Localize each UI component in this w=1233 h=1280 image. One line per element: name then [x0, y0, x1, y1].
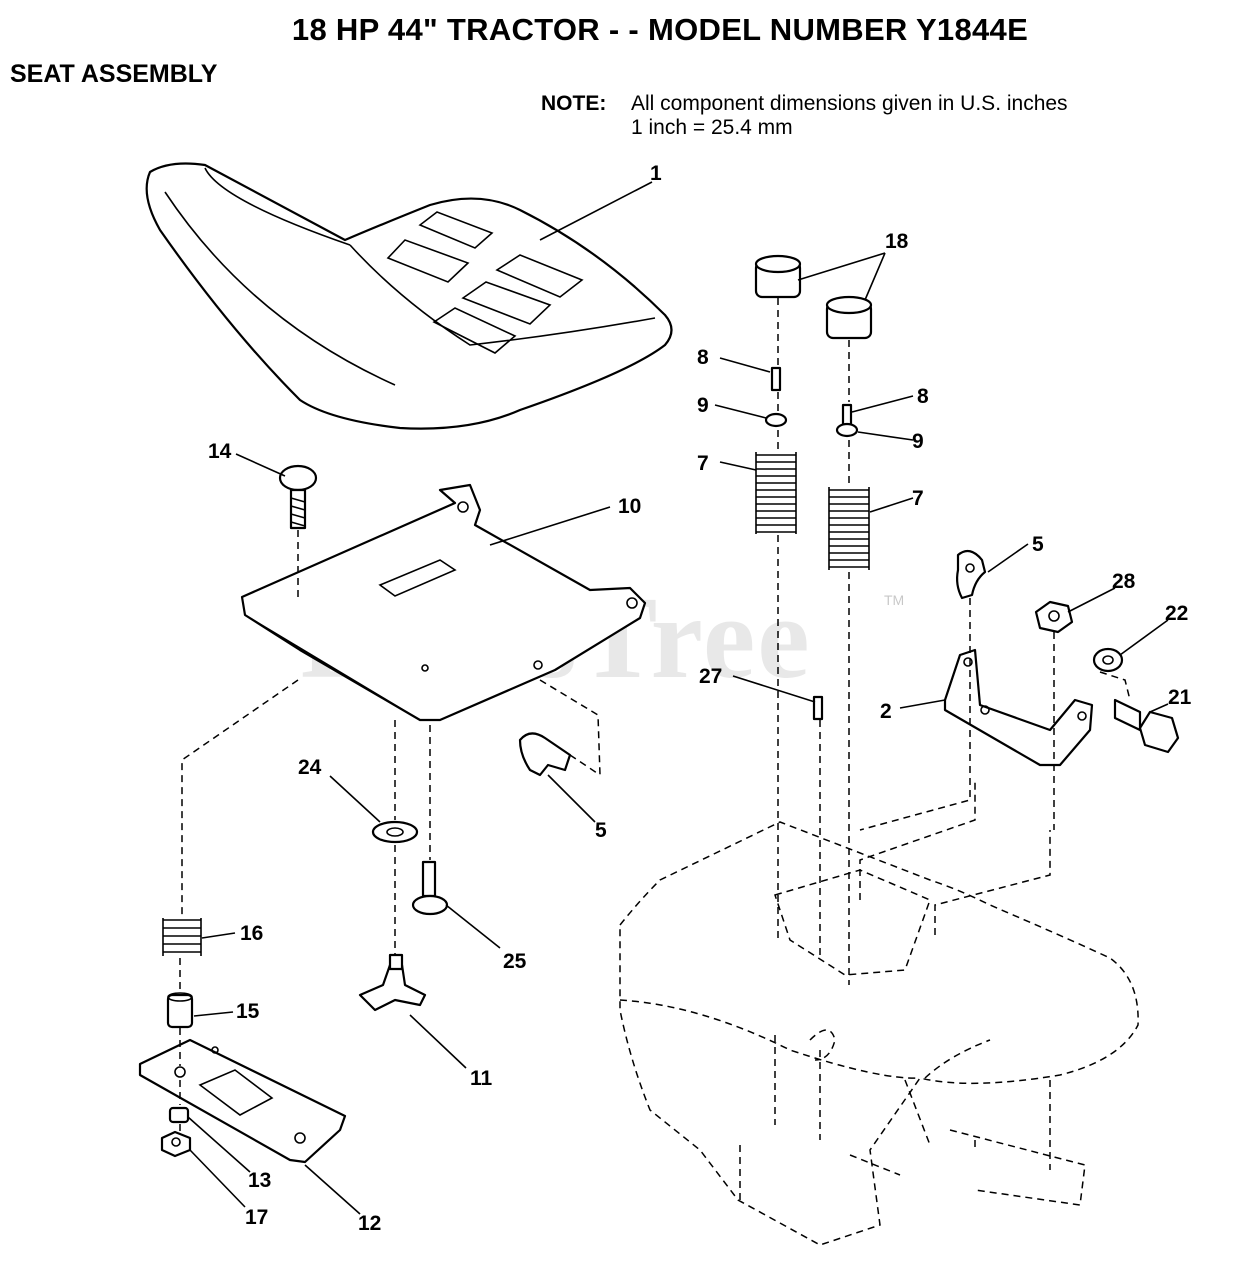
adjustment-knob-part[interactable]	[358, 953, 427, 1012]
callout-label: 25	[503, 950, 527, 973]
callout-label: 21	[1168, 686, 1192, 709]
callout-label: 1	[650, 162, 662, 185]
carriage-bolt-part[interactable]	[278, 464, 318, 530]
callout-label: 13	[248, 1169, 271, 1192]
clip-lower-part[interactable]	[518, 732, 572, 777]
note-line-1: All component dimensions given in U.S. i…	[631, 92, 1068, 115]
bumper-right-part[interactable]	[825, 295, 873, 340]
bumper-left-part[interactable]	[754, 254, 802, 299]
washer-left-part[interactable]	[764, 412, 788, 428]
washer-24-part[interactable]	[371, 820, 419, 844]
callout-label: 28	[1112, 570, 1136, 593]
bracket-part[interactable]	[943, 648, 1094, 767]
callout-label: 24	[298, 756, 322, 779]
washer-22-part[interactable]	[1092, 647, 1124, 673]
callout-label: 22	[1165, 602, 1188, 625]
nut-part[interactable]	[1034, 600, 1074, 634]
alignment-lines	[179, 298, 1131, 1170]
spring-right-part[interactable]	[828, 487, 870, 570]
note-line-2: 1 inch = 25.4 mm	[631, 116, 793, 139]
shoulder-bolt-part[interactable]	[1113, 698, 1180, 754]
watermark-trademark: TM	[884, 592, 905, 608]
callout-label: 5	[1032, 533, 1044, 556]
spacer-part[interactable]	[166, 992, 194, 1029]
callout-label: 7	[697, 452, 709, 475]
callout-label: 15	[236, 1000, 260, 1023]
seat-pan-part[interactable]	[240, 483, 647, 722]
note-label: NOTE:	[541, 92, 607, 115]
tractor-frame-outline	[619, 780, 1139, 1246]
slide-plate-part[interactable]	[138, 1038, 347, 1164]
flange-bolt-part[interactable]	[411, 860, 449, 916]
cotter-pin-part[interactable]	[812, 695, 824, 721]
callout-label: 9	[912, 430, 924, 453]
callout-label: 10	[618, 495, 641, 518]
callout-label: 7	[912, 487, 924, 510]
callout-label: 12	[358, 1212, 381, 1235]
spring-left-part[interactable]	[755, 452, 797, 534]
page-title: 18 HP 44" TRACTOR - - MODEL NUMBER Y1844…	[291, 12, 1029, 47]
pin-left-part[interactable]	[770, 366, 782, 392]
callout-label: 18	[885, 230, 909, 253]
callout-label: 5	[595, 819, 607, 842]
section-title: SEAT ASSEMBLY	[10, 60, 218, 88]
seat-part[interactable]	[145, 162, 673, 430]
note-block: NOTE: All component dimensions given in U…	[541, 92, 1068, 140]
nut-13-part[interactable]	[168, 1106, 190, 1124]
callout-label: 8	[697, 346, 709, 369]
callout-label: 2	[880, 700, 892, 723]
callout-labels: 1 18 8 9 7 8 9 7 14 10 5 28 22 2 21 27 2…	[208, 162, 1192, 1235]
clip-upper-part[interactable]	[956, 549, 987, 600]
callout-label: 16	[240, 922, 263, 945]
callout-label: 8	[917, 385, 929, 408]
locknut-17-part[interactable]	[160, 1130, 192, 1158]
leader-lines	[187, 181, 1169, 1215]
callout-label: 27	[699, 665, 722, 688]
callout-label: 9	[697, 394, 709, 417]
spring-16-part[interactable]	[162, 918, 202, 956]
callout-label: 11	[470, 1067, 493, 1090]
callout-label: 14	[208, 440, 232, 463]
washer-right-part[interactable]	[835, 422, 859, 438]
callout-label: 17	[245, 1206, 268, 1229]
